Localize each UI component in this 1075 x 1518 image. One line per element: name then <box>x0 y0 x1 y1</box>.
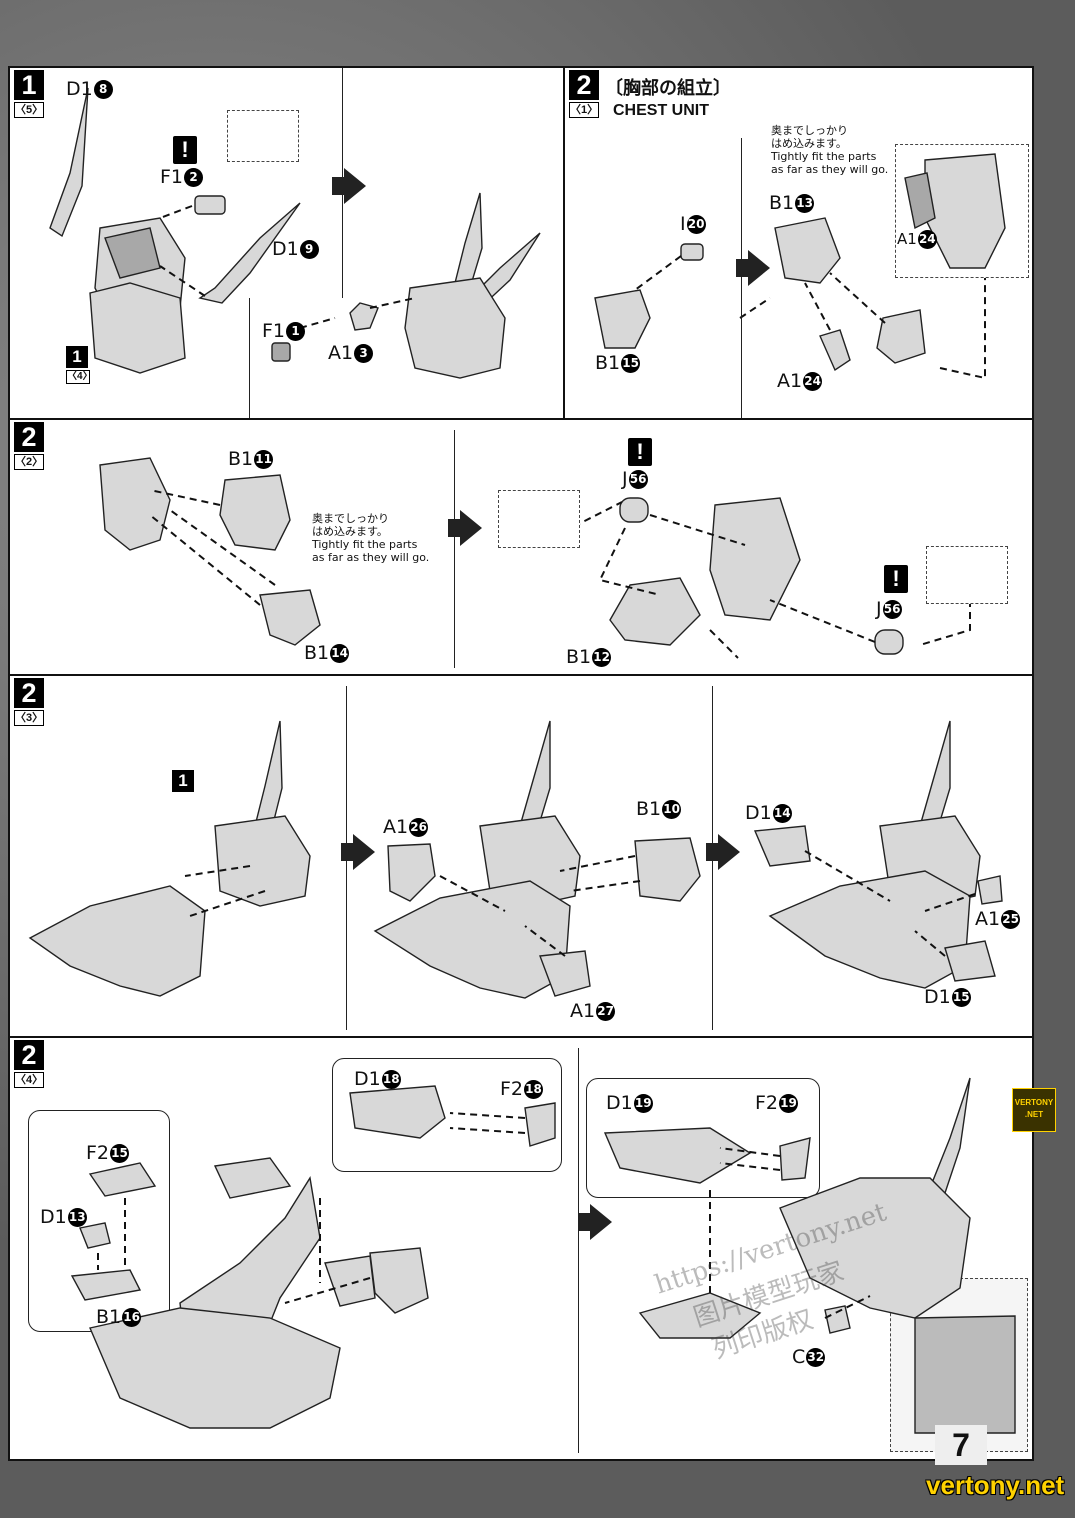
flow-arrow <box>332 168 366 204</box>
divider <box>712 686 713 1030</box>
ref-step-number: 1 <box>172 770 194 792</box>
step2-1-panel: 2 〈1〉 〔胸部の組立〕 CHEST UNIT 奥までしっかり はめ込みます。… <box>563 66 1034 420</box>
flow-arrow <box>578 1204 612 1240</box>
footer-brand[interactable]: vertony.net <box>926 1470 1065 1500</box>
sub-step-number: 〈1〉 <box>569 102 599 118</box>
sub-step-value: 5 <box>26 104 33 116</box>
warning-icon: ! <box>884 565 908 593</box>
warning-icon: ! <box>173 136 197 164</box>
sub-step-number: 〈3〉 <box>14 710 44 726</box>
divider <box>342 68 343 298</box>
ref-step-number: 1 <box>66 346 88 368</box>
step-number: 2 <box>569 70 599 100</box>
detail-box <box>227 110 299 162</box>
step2-3-panel: 2 〈3〉 1 <box>8 674 1034 1038</box>
detail-box <box>498 490 580 548</box>
step-number: 2 <box>14 678 44 708</box>
brand-badge: VERTONY .NET <box>1012 1088 1056 1132</box>
divider <box>346 686 347 1030</box>
flow-arrow <box>736 250 770 286</box>
flow-arrow <box>341 834 375 870</box>
step2-2-panel: 2 〈2〉 奥までしっかり はめ込みます。 Tightly fit the pa… <box>8 418 1034 676</box>
divider <box>454 430 455 668</box>
detail-box <box>895 144 1029 278</box>
section-title-jp: 〔胸部の組立〕 <box>605 78 731 99</box>
page-number: 7 <box>935 1425 987 1465</box>
step2-3-illustration <box>28 720 1003 999</box>
detail-box <box>926 546 1008 604</box>
step-number: 2 <box>14 422 44 452</box>
step-number: 1 <box>14 70 44 100</box>
divider <box>578 1048 579 1453</box>
step2-2-illustration <box>99 457 971 659</box>
step2-4-illustration <box>70 1077 1016 1434</box>
step2-4-panel: 2 〈4〉 <box>8 1036 1034 1461</box>
step1-illustration <box>49 87 541 379</box>
sub-step-number: 〈5〉 <box>14 102 44 118</box>
step2-1-illustration <box>594 153 1006 380</box>
sub-step-number: 〈4〉 <box>14 1072 44 1088</box>
ref-sub-number: 〈4〉 <box>66 370 93 384</box>
assembly-note: 奥までしっかり はめ込みます。 Tightly fit the parts as… <box>771 124 889 176</box>
step-number: 2 <box>14 1040 44 1070</box>
assembly-note: 奥までしっかり はめ込みます。 Tightly fit the parts as… <box>312 512 430 564</box>
flow-arrow <box>448 510 482 546</box>
flow-arrow <box>706 834 740 870</box>
blade-part <box>49 87 89 238</box>
warning-icon: ! <box>628 438 652 466</box>
divider <box>741 138 742 418</box>
divider <box>249 298 250 418</box>
section-title-en: CHEST UNIT <box>613 102 709 119</box>
sub-step-number: 〈2〉 <box>14 454 44 470</box>
